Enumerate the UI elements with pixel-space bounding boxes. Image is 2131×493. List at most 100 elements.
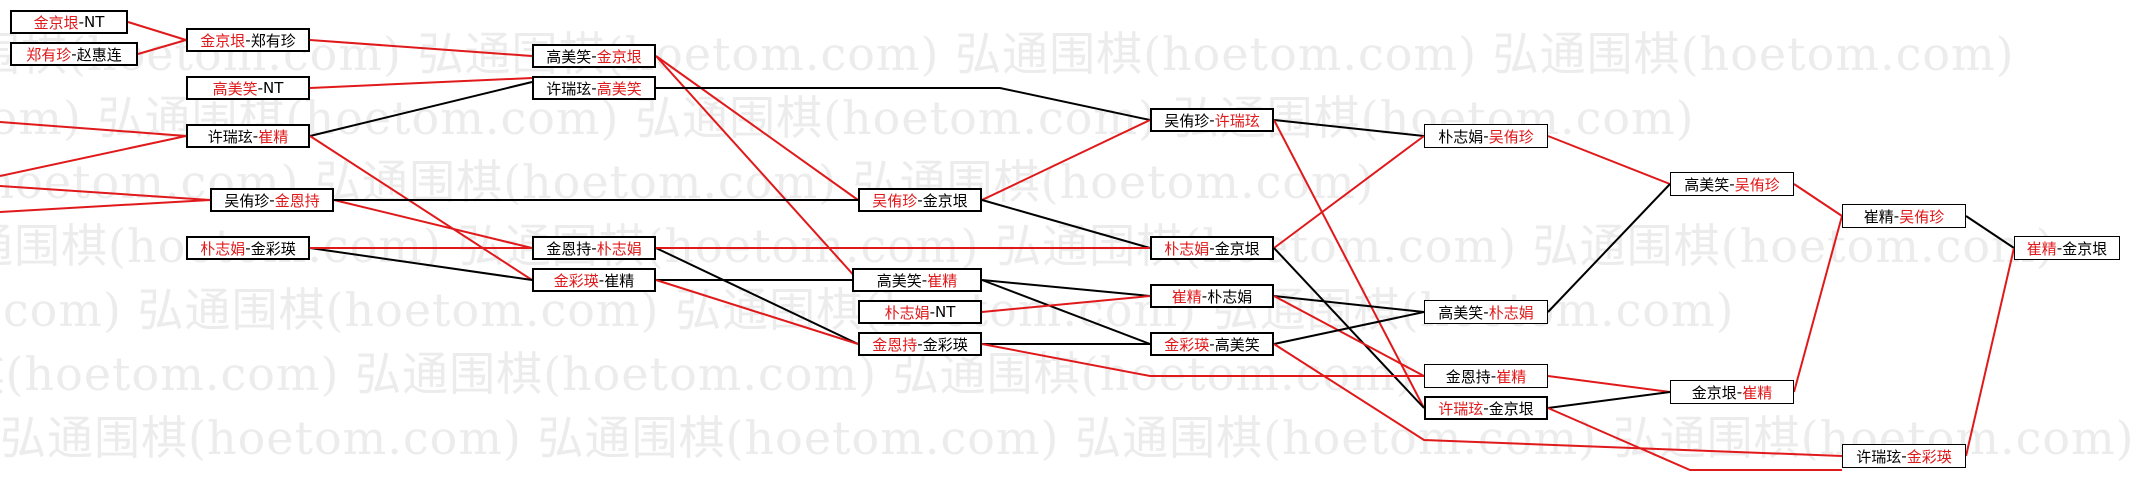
match-box-r2a: 高美笑-金京垠 bbox=[532, 44, 656, 68]
match-separator: - bbox=[71, 45, 77, 63]
match-separator: - bbox=[1209, 335, 1215, 353]
link-line bbox=[1273, 311, 1425, 345]
player-a-name: 金恩持 bbox=[1445, 367, 1491, 386]
link-line bbox=[1273, 295, 1425, 313]
player-a-name: 吴侑珍 bbox=[1164, 111, 1210, 130]
match-separator: - bbox=[1483, 303, 1489, 321]
player-b-name: 金恩持 bbox=[274, 191, 320, 210]
player-b-name: 金彩瑛 bbox=[922, 335, 968, 354]
match-separator: - bbox=[1901, 447, 1907, 465]
player-a-name: 金彩瑛 bbox=[553, 271, 599, 290]
link-line bbox=[655, 55, 859, 281]
player-b-name: NT bbox=[935, 303, 956, 321]
link-line bbox=[333, 199, 533, 249]
player-a-name: 郑有珍 bbox=[26, 45, 72, 64]
link-line bbox=[1273, 119, 1425, 137]
player-a-name: 高美笑 bbox=[546, 47, 592, 66]
link-line bbox=[127, 21, 187, 41]
link-line bbox=[309, 135, 533, 281]
match-separator: - bbox=[929, 303, 936, 321]
link-line bbox=[309, 81, 533, 137]
link-line bbox=[137, 39, 187, 55]
match-box-r1b: 高美笑-NT bbox=[186, 76, 310, 100]
match-separator: - bbox=[1729, 175, 1735, 193]
match-separator: - bbox=[269, 191, 275, 209]
player-a-name: 朴志娟 bbox=[1438, 127, 1484, 146]
player-b-name: NT bbox=[263, 79, 284, 97]
player-a-name: 金京垠 bbox=[33, 13, 79, 32]
match-box-r2d: 金彩瑛-崔精 bbox=[532, 268, 656, 292]
match-box-r3b: 高美笑-崔精 bbox=[852, 268, 982, 292]
match-separator: - bbox=[1736, 383, 1743, 401]
player-b-name: 吴侑珍 bbox=[1734, 175, 1780, 194]
match-box-r3d: 金恩持-金彩瑛 bbox=[858, 332, 982, 356]
match-box-r1d: 吴侑珍-金恩持 bbox=[210, 188, 334, 212]
watermark-line-1: 弘通围棋(hoetom.com) 弘通围棋(hoetom.com) 弘通围棋(h… bbox=[0, 27, 2015, 81]
player-b-name: NT bbox=[84, 13, 105, 31]
player-a-name: 许瑞玹 bbox=[546, 79, 592, 98]
player-a-name: 金彩瑛 bbox=[1164, 335, 1210, 354]
watermark-line-7: 弘通围棋(hoetom.com) 弘通围棋(hoetom.com) 弘通围棋(h… bbox=[0, 411, 2131, 465]
player-a-name: 金恩持 bbox=[872, 335, 918, 354]
watermark-line-6: 弘通围棋(hoetom.com) 弘通围棋(hoetom.com) 弘通围棋(h… bbox=[0, 347, 1415, 401]
link-line bbox=[1965, 247, 2015, 457]
link-line bbox=[981, 279, 1151, 345]
link-line bbox=[981, 279, 1151, 297]
match-box-r1e: 朴志娟-金彩瑛 bbox=[186, 236, 310, 260]
match-box-r2b: 许瑞玹-高美笑 bbox=[532, 76, 656, 100]
match-separator: - bbox=[591, 239, 597, 257]
match-separator: - bbox=[1483, 127, 1489, 145]
match-separator: - bbox=[245, 31, 251, 49]
player-b-name: 金京垠 bbox=[596, 47, 642, 66]
player-a-name: 吴侑珍 bbox=[872, 191, 918, 210]
match-box-r3a: 吴侑珍-金京垠 bbox=[858, 188, 982, 212]
match-separator: - bbox=[591, 47, 597, 65]
match-box-r3c: 朴志娟-NT bbox=[858, 300, 982, 324]
player-a-name: 朴志娟 bbox=[200, 239, 246, 258]
match-box-r6a: 高美笑-吴侑珍 bbox=[1670, 172, 1794, 196]
match-box-r8a: 崔精-金京垠 bbox=[2014, 236, 2120, 260]
player-a-name: 高美笑 bbox=[1438, 303, 1484, 322]
link-line bbox=[656, 87, 1151, 121]
match-box-r5d: 许瑞玹-金京垠 bbox=[1424, 396, 1548, 420]
link-line bbox=[1793, 215, 1843, 393]
player-a-name: 高美笑 bbox=[212, 79, 258, 98]
match-box-r6b: 金京垠-崔精 bbox=[1670, 380, 1794, 404]
watermark-line-4: 弘通围棋(hoetom.com) 弘通围棋(hoetom.com) 弘通围棋(h… bbox=[0, 219, 2055, 273]
link-line bbox=[1547, 407, 1842, 471]
match-separator: - bbox=[1201, 287, 1208, 305]
match-separator: - bbox=[252, 127, 259, 145]
link-line bbox=[1273, 119, 1425, 409]
player-a-name: 崔精 bbox=[2026, 239, 2057, 258]
link-line bbox=[1273, 295, 1425, 377]
player-b-name: 崔精 bbox=[258, 127, 289, 146]
link-line bbox=[1547, 183, 1671, 313]
player-b-name: 朴志娟 bbox=[596, 239, 642, 258]
link-line bbox=[1793, 183, 1843, 217]
link-line bbox=[981, 199, 1151, 249]
link-line bbox=[981, 343, 1424, 377]
match-box-r4c: 崔精-朴志娟 bbox=[1150, 284, 1274, 308]
link-line bbox=[1547, 135, 1671, 185]
link-line bbox=[309, 39, 533, 57]
player-b-name: 赵惠连 bbox=[76, 45, 122, 64]
player-a-name: 吴侑珍 bbox=[224, 191, 270, 210]
player-b-name: 金彩瑛 bbox=[1906, 447, 1952, 466]
player-b-name: 金彩瑛 bbox=[250, 239, 296, 258]
player-a-name: 金京垠 bbox=[1691, 383, 1737, 402]
player-a-name: 金恩持 bbox=[546, 239, 592, 258]
player-b-name: 朴志娟 bbox=[1488, 303, 1534, 322]
match-separator: - bbox=[598, 271, 605, 289]
link-line bbox=[655, 247, 859, 345]
player-b-name: 金京垠 bbox=[1488, 399, 1534, 418]
match-separator: - bbox=[917, 335, 923, 353]
match-box-r0a: 金京垠-NT bbox=[10, 10, 128, 34]
player-a-name: 高美笑 bbox=[876, 271, 922, 290]
match-box-r2c: 金恩持-朴志娟 bbox=[532, 236, 656, 260]
player-b-name: 金京垠 bbox=[1214, 239, 1260, 258]
player-a-name: 许瑞玹 bbox=[207, 127, 253, 146]
link-line bbox=[0, 199, 211, 213]
match-box-r5c: 金恩持-崔精 bbox=[1424, 364, 1548, 388]
match-box-r0b: 郑有珍-赵惠连 bbox=[10, 42, 138, 66]
match-separator: - bbox=[921, 271, 928, 289]
